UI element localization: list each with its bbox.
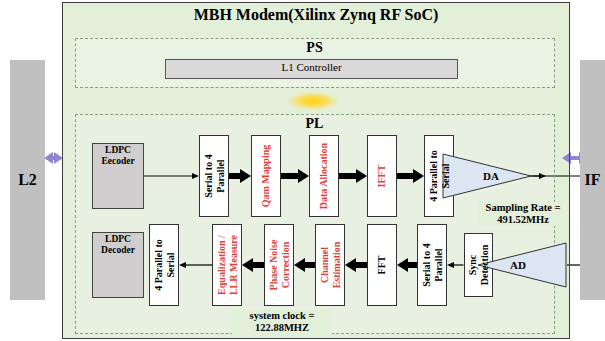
signal-arrow: [408, 262, 417, 268]
signal-arrow: [397, 173, 413, 179]
process-block: 4 Parallel to Serial: [424, 135, 454, 217]
annotation-label: system clock = 122.88MHZ: [232, 310, 332, 334]
region-box: PLLDPC EecoderSerial to 4 ParallelQam Ma…: [75, 114, 555, 334]
signal-arrow: [229, 173, 240, 179]
block-label: 4 Parallel to Serial: [428, 139, 451, 213]
process-box: LDPC Eecoder: [92, 143, 144, 209]
block-label: AD: [473, 259, 563, 272]
signal-arrow: [305, 262, 315, 268]
signal-arrow: [532, 175, 580, 176]
process-block: 4 Parallel to Serial: [149, 224, 179, 306]
signal-arrow: [356, 262, 367, 268]
process-block: Serial to 4 Parallel: [199, 135, 229, 217]
block-label: Equalization / LLR Measure: [216, 228, 239, 302]
block-label: DA: [446, 170, 536, 183]
converter-triangle: AD: [477, 242, 567, 288]
process-block: Sync Detection: [464, 233, 493, 297]
block-label: Channel Estimation: [319, 228, 342, 302]
signal-arrow: [144, 175, 192, 176]
signal-arrow: [567, 264, 580, 265]
block-label: LDPC Eecoder: [93, 145, 143, 167]
region-box: MBH Modem(Xilinx Zynq RF SoC) PS L1 Contro…: [62, 2, 570, 339]
signal-arrow: [339, 173, 356, 179]
converter-triangle: DA: [442, 153, 532, 199]
region-box: PS L1 Controller: [75, 38, 555, 88]
process-box: IF: [580, 60, 605, 300]
block-label: Serial to 4 Parallel: [203, 139, 226, 213]
block-label: Phase Noise Correction: [268, 228, 291, 302]
signal-arrow: [281, 173, 298, 179]
signal-arrow: [53, 156, 54, 160]
process-block: IFFT: [367, 135, 397, 217]
block-label: Qam Mapping: [260, 139, 272, 213]
block-label: Data Allocation: [318, 139, 330, 213]
block-label: FFT: [376, 228, 388, 302]
block-label: 4 Parallel to Serial: [153, 228, 176, 302]
region-fills: [62, 2, 570, 339]
region-title: MBH Modem(Xilinx Zynq RF SoC): [63, 6, 569, 24]
region-title: PL: [76, 116, 554, 132]
signal-arrow: [186, 264, 212, 265]
annotation-label: Sampling Rate = 491.52MHz: [478, 202, 568, 226]
signal-arrow: [253, 262, 264, 268]
process-block: Channel Estimation: [315, 224, 345, 306]
signal-arrow: [454, 264, 464, 265]
region-fill: [75, 114, 555, 334]
process-block: Equalization / LLR Measure: [212, 224, 242, 306]
block-label: L2: [18, 171, 37, 189]
region-fill: [75, 38, 555, 88]
block-label: LDPC Decoder: [93, 234, 143, 256]
process-block: Qam Mapping: [251, 135, 281, 217]
block-label: Serial to 4 Parallel: [421, 228, 444, 302]
region-fill: [62, 2, 570, 339]
process-box: L1 Controller: [165, 59, 458, 79]
region-title: PS: [76, 40, 554, 56]
block-label: Sync Detection: [467, 237, 490, 293]
process-block: FFT: [367, 224, 397, 306]
process-block: Phase Noise Correction: [264, 224, 294, 306]
block-label: L1 Controller: [166, 61, 457, 74]
block-label: IF: [585, 171, 601, 189]
block-label: IFFT: [376, 139, 388, 213]
process-block: Data Allocation: [309, 135, 339, 217]
signal-arrow: [571, 156, 579, 160]
process-box: LDPC Decoder: [92, 232, 144, 298]
process-block: Serial to 4 Parallel: [417, 224, 447, 306]
interconnect-glow: [286, 91, 340, 111]
process-box: L2: [10, 60, 45, 300]
